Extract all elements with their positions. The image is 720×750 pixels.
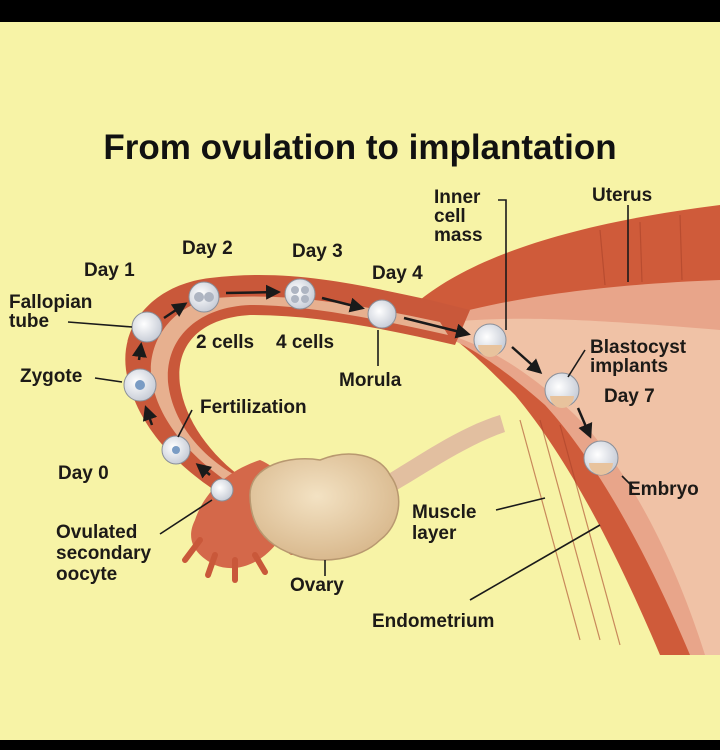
label-4-cells: 4 cells <box>276 332 335 353</box>
label-ovary: Ovary <box>290 575 344 596</box>
label-fallopian-tube: Fallopian tube <box>9 293 92 331</box>
label-blastocyst-line2: implants <box>590 356 669 377</box>
label-day2: Day 2 <box>182 238 233 259</box>
label-day0: Day 0 <box>58 463 109 484</box>
day1-cell <box>131 311 163 343</box>
label-ovulated-secondary-oocyte: Ovulated secondary oocyte <box>56 522 151 585</box>
label-morula: Morula <box>339 370 402 391</box>
label-fertilization: Fertilization <box>200 397 307 418</box>
label-zygote: Zygote <box>20 366 83 387</box>
fallopian-tube <box>125 275 470 500</box>
label-inner-cell-mass-line1: Inner <box>434 187 481 208</box>
label-inner-cell-mass-line2: cell <box>434 206 466 227</box>
ovary-shape <box>249 453 400 561</box>
diagram-title: From ovulation to implantation <box>103 128 617 167</box>
label-inner-cell-mass-line3: mass <box>434 225 483 246</box>
label-muscle-layer: Muscle layer <box>412 502 476 544</box>
uterine-cavity <box>450 318 720 655</box>
label-day1: Day 1 <box>84 260 135 281</box>
ovarian-ligament <box>360 415 505 505</box>
label-2-cells: 2 cells <box>196 332 255 353</box>
label-embryo: Embryo <box>628 479 699 500</box>
label-blastocyst-implants: Blastocyst implants <box>590 338 686 376</box>
four-cell-stage <box>284 278 316 310</box>
label-blastocyst-line1: Blastocyst <box>590 337 687 358</box>
label-uterus: Uterus <box>592 185 653 206</box>
oocyte-cell <box>210 478 234 502</box>
label-fallopian-tube-line2: tube <box>9 311 50 332</box>
label-oocyte-line1: Ovulated <box>56 522 138 543</box>
label-day4: Day 4 <box>372 263 423 284</box>
label-oocyte-line3: oocyte <box>56 564 118 585</box>
label-oocyte-line2: secondary <box>56 543 152 564</box>
label-fallopian-tube-line1: Fallopian <box>9 292 93 313</box>
label-day3: Day 3 <box>292 241 343 262</box>
label-day7: Day 7 <box>604 386 655 407</box>
label-endometrium: Endometrium <box>372 611 495 632</box>
label-muscle-layer-line1: Muscle <box>412 502 477 523</box>
label-inner-cell-mass: Inner cell mass <box>434 188 483 245</box>
label-muscle-layer-line2: layer <box>412 523 457 544</box>
morula-cell <box>367 299 397 329</box>
